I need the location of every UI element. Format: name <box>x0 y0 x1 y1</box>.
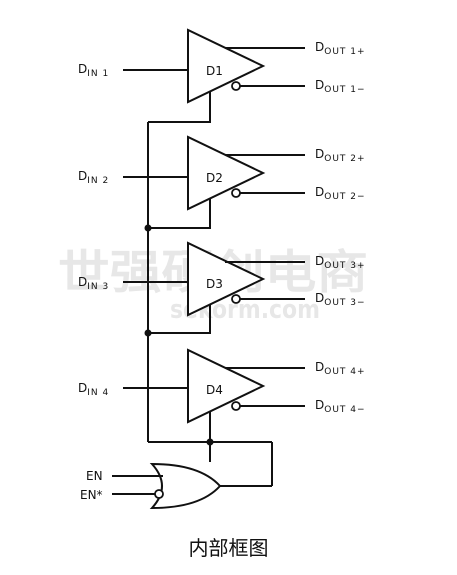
driver-d2-input-label: DIN 2 <box>78 169 109 186</box>
en-star-invert-bubble <box>154 489 164 499</box>
en-star-label: EN* <box>80 488 103 502</box>
diagram-caption: 内部框图 <box>188 536 269 560</box>
driver-d3-label: D3 <box>206 277 223 291</box>
driver-d1-label: D1 <box>206 64 223 78</box>
driver-d3-enable-wire <box>148 305 211 334</box>
en-label: EN <box>86 469 103 483</box>
driver-d3-junction-dot <box>144 329 152 337</box>
driver-d2-junction-dot <box>144 224 152 232</box>
driver-d4-out-plus-label: DOUT 4+ <box>315 360 366 377</box>
driver-d3: D3 DIN 3 DOUT 3+ DOUT 3− <box>78 241 366 337</box>
driver-d2-invert-bubble <box>231 188 241 198</box>
driver-d4-junction-dot <box>206 438 214 446</box>
driver-d4: D4 DIN 4 DOUT 4+ DOUT 4− <box>78 348 366 446</box>
driver-d3-input-label: DIN 3 <box>78 275 109 292</box>
driver-d3-out-plus-label: DOUT 3+ <box>315 254 366 271</box>
driver-d4-label: D4 <box>206 383 223 397</box>
driver-d1-input-label: DIN 1 <box>78 62 109 79</box>
driver-d1-out-plus-label: DOUT 1+ <box>315 40 366 57</box>
driver-d1: D1 DIN 1 DOUT 1+ DOUT 1− <box>78 28 366 123</box>
or-gate-body <box>149 462 222 510</box>
driver-d2-enable-wire <box>148 199 211 229</box>
driver-d3-out-minus-label: DOUT 3− <box>315 291 366 308</box>
driver-d4-out-minus-label: DOUT 4− <box>315 398 366 415</box>
driver-d1-out-minus-label: DOUT 1− <box>315 78 366 95</box>
driver-d2-out-plus-label: DOUT 2+ <box>315 147 366 164</box>
driver-d4-invert-bubble <box>231 401 241 411</box>
driver-d1-enable-wire <box>148 92 211 123</box>
driver-d2-triangle <box>187 135 266 211</box>
driver-d1-triangle <box>187 28 266 104</box>
driver-d2-out-minus-label: DOUT 2− <box>315 185 366 202</box>
driver-d3-invert-bubble <box>231 294 241 304</box>
driver-d2: D2 DIN 2 DOUT 2+ DOUT 2− <box>78 135 366 232</box>
driver-d4-triangle <box>187 348 266 424</box>
enable-or-gate: EN EN* <box>80 462 222 510</box>
driver-d1-invert-bubble <box>231 81 241 91</box>
driver-d2-label: D2 <box>206 171 223 185</box>
driver-d4-input-label: DIN 4 <box>78 381 109 398</box>
